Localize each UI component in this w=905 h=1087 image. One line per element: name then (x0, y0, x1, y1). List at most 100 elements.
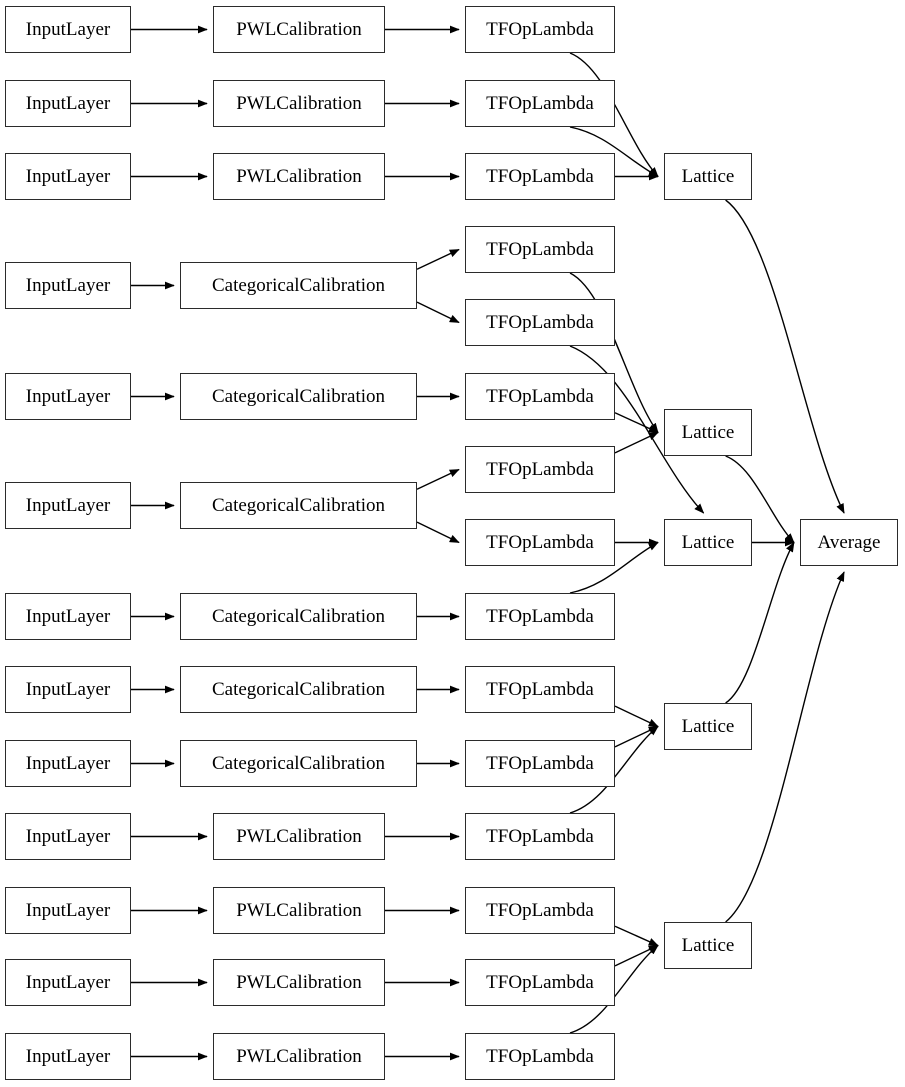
node-label: Lattice (681, 166, 735, 187)
node-cal1[interactable]: PWLCalibration (213, 6, 385, 53)
node-label: PWLCalibration (236, 19, 362, 40)
node-avg[interactable]: Average (800, 519, 898, 566)
edge-tf6-to-lat2 (614, 412, 659, 434)
node-tf13[interactable]: TFOpLambda (465, 887, 615, 934)
node-label: TFOpLambda (486, 1046, 594, 1067)
node-label: TFOpLambda (486, 312, 594, 333)
node-in4[interactable]: InputLayer (5, 262, 131, 309)
node-cal5[interactable]: CategoricalCalibration (180, 373, 417, 420)
node-in9[interactable]: InputLayer (5, 740, 131, 787)
node-label: InputLayer (25, 495, 111, 516)
node-label: TFOpLambda (486, 900, 594, 921)
node-label: Lattice (681, 532, 735, 553)
node-label: InputLayer (25, 166, 111, 187)
node-label: TFOpLambda (486, 239, 594, 260)
node-tf9[interactable]: TFOpLambda (465, 593, 615, 640)
edge-tf7-to-lat2 (614, 431, 659, 454)
node-in2[interactable]: InputLayer (5, 80, 131, 127)
node-cal4[interactable]: CategoricalCalibration (180, 262, 417, 309)
node-tf2[interactable]: TFOpLambda (465, 80, 615, 127)
node-label: InputLayer (25, 606, 111, 627)
node-in8[interactable]: InputLayer (5, 666, 131, 713)
node-in10[interactable]: InputLayer (5, 813, 131, 860)
node-label: InputLayer (25, 386, 111, 407)
node-in12[interactable]: InputLayer (5, 959, 131, 1006)
node-cal11[interactable]: PWLCalibration (213, 887, 385, 934)
node-tf11[interactable]: TFOpLambda (465, 740, 615, 787)
node-cal13[interactable]: PWLCalibration (213, 1033, 385, 1080)
node-label: Average (817, 532, 881, 553)
edge-tf13-to-lat5 (614, 925, 659, 947)
node-lat2[interactable]: Lattice (664, 409, 752, 456)
edge-tf10-to-lat4 (614, 705, 659, 728)
node-tf5[interactable]: TFOpLambda (465, 299, 615, 346)
edge-tf11-to-lat4 (614, 725, 659, 748)
edge-lat4-to-avg (725, 541, 795, 704)
node-label: TFOpLambda (486, 532, 594, 553)
node-label: PWLCalibration (236, 900, 362, 921)
node-cal3[interactable]: PWLCalibration (213, 153, 385, 200)
node-tf12[interactable]: TFOpLambda (465, 813, 615, 860)
node-cal12[interactable]: PWLCalibration (213, 959, 385, 1006)
node-label: InputLayer (25, 19, 111, 40)
node-label: Lattice (681, 716, 735, 737)
node-label: PWLCalibration (236, 1046, 362, 1067)
edge-cal6-to-tf7 (416, 468, 460, 490)
edge-cal4-to-tf5 (416, 301, 460, 324)
edge-cal6-to-tf8 (416, 521, 460, 544)
node-lat4[interactable]: Lattice (664, 703, 752, 750)
node-tf10[interactable]: TFOpLambda (465, 666, 615, 713)
node-cal7[interactable]: CategoricalCalibration (180, 593, 417, 640)
node-tf3[interactable]: TFOpLambda (465, 153, 615, 200)
node-tf1[interactable]: TFOpLambda (465, 6, 615, 53)
node-in6[interactable]: InputLayer (5, 482, 131, 529)
node-cal8[interactable]: CategoricalCalibration (180, 666, 417, 713)
edge-cal4-to-tf4 (416, 248, 460, 270)
node-in13[interactable]: InputLayer (5, 1033, 131, 1080)
node-label: InputLayer (25, 900, 111, 921)
node-label: InputLayer (25, 753, 111, 774)
node-label: InputLayer (25, 93, 111, 114)
node-label: CategoricalCalibration (211, 386, 386, 407)
node-lat5[interactable]: Lattice (664, 922, 752, 969)
node-label: CategoricalCalibration (211, 753, 386, 774)
node-tf8[interactable]: TFOpLambda (465, 519, 615, 566)
node-tf14[interactable]: TFOpLambda (465, 959, 615, 1006)
node-label: TFOpLambda (486, 606, 594, 627)
node-tf7[interactable]: TFOpLambda (465, 446, 615, 493)
node-label: InputLayer (25, 275, 111, 296)
node-cal9[interactable]: CategoricalCalibration (180, 740, 417, 787)
edge-tf14-to-lat5 (614, 944, 659, 967)
node-label: Lattice (681, 935, 735, 956)
node-label: PWLCalibration (236, 826, 362, 847)
node-label: TFOpLambda (486, 972, 594, 993)
node-cal6[interactable]: CategoricalCalibration (180, 482, 417, 529)
node-lat3[interactable]: Lattice (664, 519, 752, 566)
node-in5[interactable]: InputLayer (5, 373, 131, 420)
node-in1[interactable]: InputLayer (5, 6, 131, 53)
node-label: TFOpLambda (486, 93, 594, 114)
node-in11[interactable]: InputLayer (5, 887, 131, 934)
node-tf4[interactable]: TFOpLambda (465, 226, 615, 273)
node-label: TFOpLambda (486, 19, 594, 40)
node-lat1[interactable]: Lattice (664, 153, 752, 200)
node-label: PWLCalibration (236, 972, 362, 993)
node-label: CategoricalCalibration (211, 679, 386, 700)
node-tf6[interactable]: TFOpLambda (465, 373, 615, 420)
node-label: InputLayer (25, 972, 111, 993)
node-cal2[interactable]: PWLCalibration (213, 80, 385, 127)
node-label: TFOpLambda (486, 753, 594, 774)
node-label: TFOpLambda (486, 679, 594, 700)
node-tf15[interactable]: TFOpLambda (465, 1033, 615, 1080)
node-label: InputLayer (25, 679, 111, 700)
node-label: CategoricalCalibration (211, 606, 386, 627)
node-label: TFOpLambda (486, 826, 594, 847)
node-in3[interactable]: InputLayer (5, 153, 131, 200)
node-label: PWLCalibration (236, 93, 362, 114)
node-label: CategoricalCalibration (211, 275, 386, 296)
node-cal10[interactable]: PWLCalibration (213, 813, 385, 860)
node-in7[interactable]: InputLayer (5, 593, 131, 640)
node-label: InputLayer (25, 826, 111, 847)
